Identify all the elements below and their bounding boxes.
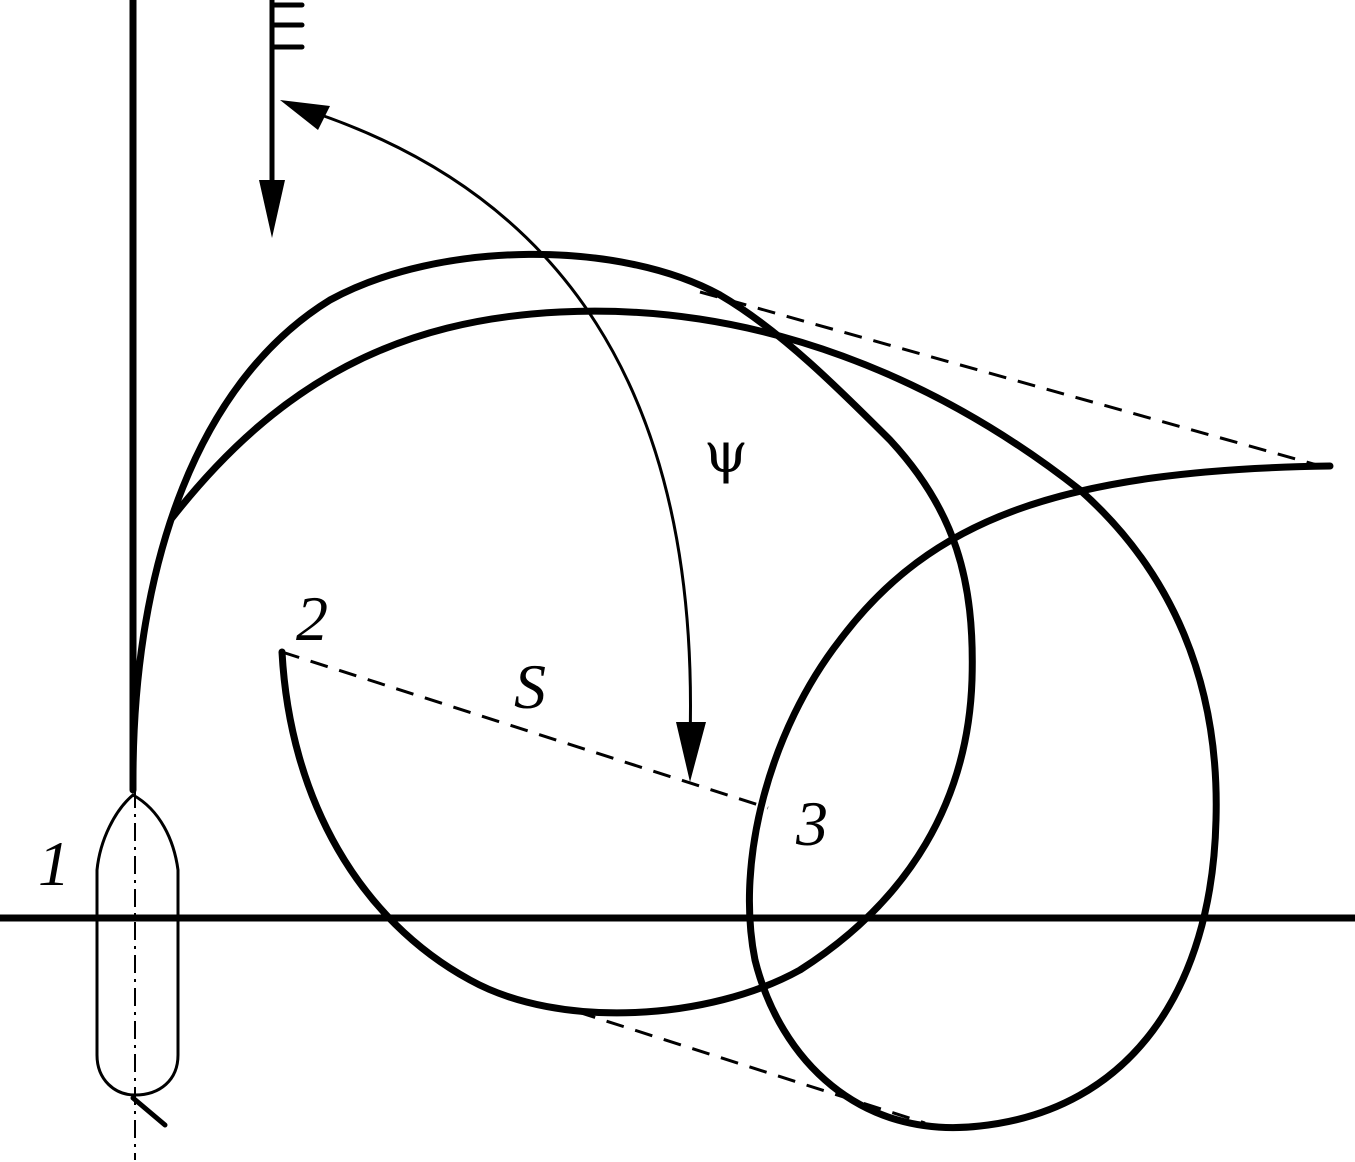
distance-s-dashed-line [281,650,769,810]
point-3-label: 3 [795,788,828,859]
heading-angle-arc [280,100,706,782]
arc-arrowhead-start [280,100,330,130]
lower-tangent-dashed-line [577,1010,926,1125]
heading-angle-label: ψ [704,421,748,486]
north-reference-arrow [259,0,305,238]
trajectory-second-loop [168,307,1334,1131]
arc-arrowhead-end [676,722,706,782]
ship-number-label: 1 [38,828,70,899]
upper-tangent-dashed-line [699,290,1336,472]
distance-s-label: S [514,651,546,722]
point-2-label: 2 [296,583,328,654]
ship-hull [95,790,180,1160]
ship-rudder [130,1095,168,1128]
